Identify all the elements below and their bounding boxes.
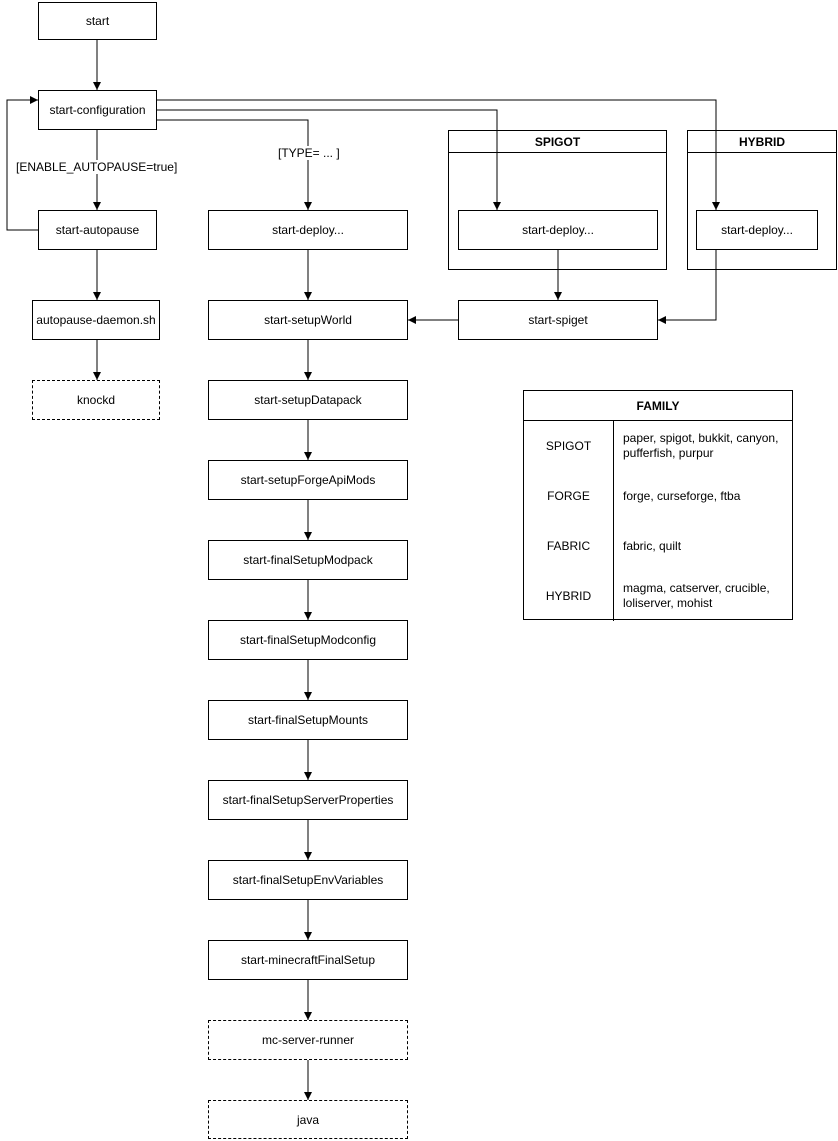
node-java: java <box>208 1100 408 1139</box>
node-autopause-daemon-sh: autopause-daemon.sh <box>32 300 160 340</box>
edge-configuration-to-deploy-main <box>157 119 312 210</box>
family-members: forge, curseforge, ftba <box>623 488 741 503</box>
family-members: paper, spigot, bukkit, canyon, pufferfis… <box>623 431 779 460</box>
node-start-final-setup-modpack: start-finalSetupModpack <box>208 540 408 580</box>
family-members: fabric, quilt <box>623 538 682 553</box>
family-table-body: SPIGOT paper, spigot, bukkit, canyon, pu… <box>524 421 792 621</box>
family-name: FORGE <box>524 471 614 521</box>
node-start-deploy-spigot: start-deploy... <box>458 210 658 250</box>
node-start-autopause: start-autopause <box>38 210 157 250</box>
node-start-setup-world: start-setupWorld <box>208 300 408 340</box>
node-start-deploy: start-deploy... <box>208 210 408 250</box>
family-table-title: FAMILY <box>524 391 792 421</box>
family-table-row-forge: FORGE forge, curseforge, ftba <box>524 471 792 521</box>
node-start: start <box>38 2 157 40</box>
family-table-row-spigot: SPIGOT paper, spigot, bukkit, canyon, pu… <box>524 421 792 471</box>
node-start-minecraft-final-setup: start-minecraftFinalSetup <box>208 940 408 980</box>
hybrid-group-title: HYBRID <box>688 131 836 153</box>
node-start-setup-datapack: start-setupDatapack <box>208 380 408 420</box>
spigot-group-title: SPIGOT <box>449 131 666 153</box>
family-table-row-hybrid: HYBRID magma, catserver, crucible, lolis… <box>524 571 792 621</box>
node-start-spiget: start-spiget <box>458 300 658 340</box>
node-start-setup-forge-api-mods: start-setupForgeApiMods <box>208 460 408 500</box>
family-members: magma, catserver, crucible, loliserver, … <box>623 581 770 610</box>
node-start-final-setup-modconfig: start-finalSetupModconfig <box>208 620 408 660</box>
edge-label-type: [TYPE= ... ] <box>276 146 342 160</box>
family-name: HYBRID <box>524 571 614 621</box>
node-start-final-setup-env-variables: start-finalSetupEnvVariables <box>208 860 408 900</box>
family-name: SPIGOT <box>524 421 614 471</box>
node-start-configuration: start-configuration <box>38 90 157 130</box>
node-knockd: knockd <box>32 380 160 420</box>
family-name: FABRIC <box>524 521 614 571</box>
node-start-final-setup-server-properties: start-finalSetupServerProperties <box>208 780 408 820</box>
node-mc-server-runner: mc-server-runner <box>208 1020 408 1060</box>
edge-label-enable-autopause: [ENABLE_AUTOPAUSE=true] <box>14 160 180 174</box>
family-table-row-fabric: FABRIC fabric, quilt <box>524 521 792 571</box>
edge-configuration-to-deploy-spigot <box>157 109 501 210</box>
family-table: FAMILY SPIGOT paper, spigot, bukkit, can… <box>523 390 793 621</box>
node-start-final-setup-mounts: start-finalSetupMounts <box>208 700 408 740</box>
node-start-deploy-hybrid: start-deploy... <box>696 210 818 250</box>
